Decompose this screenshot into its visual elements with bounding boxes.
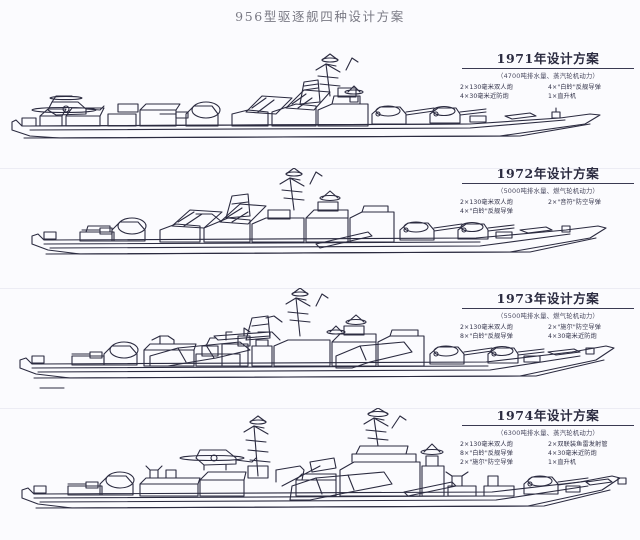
spec-rule-1972: [462, 183, 634, 184]
spec-item: 2×130毫米双人炮: [460, 84, 513, 91]
spec-rule-1973: [462, 308, 634, 309]
spec-item: 8×"白蛉"反舰导弹: [460, 450, 513, 457]
spec-item: 4×30毫米近防炮: [548, 333, 597, 340]
spec-box-1971: 1971年设计方案 （4700吨排水量、蒸汽轮机动力） 2×130毫米双人炮 4…: [460, 48, 636, 101]
spec-rule-1971: [462, 68, 634, 69]
ship-drawing-1973: [0, 288, 640, 408]
spec-heading-1973: 1973年设计方案: [496, 291, 600, 306]
spec-item: 2×双联装鱼雷发射管: [548, 441, 608, 448]
row-divider-3: [0, 408, 640, 409]
spec-heading-1972: 1972年设计方案: [496, 166, 600, 181]
spec-item: 4×"白蛉"反舰导弹: [460, 208, 513, 215]
spec-item: 2×"音符"防空导弹: [548, 199, 601, 206]
spec-item: 2×130毫米双人炮: [460, 441, 513, 448]
spec-subtitle-1971: （4700吨排水量、蒸汽轮机动力）: [497, 72, 599, 80]
ship-drawing-1971: [0, 52, 640, 172]
spec-subtitle-1974: （6300吨排水量、蒸汽轮机动力）: [497, 429, 599, 437]
spec-item: 8×"白蛉"反舰导弹: [460, 333, 513, 340]
spec-box-1973: 1973年设计方案 （5500吨排水量、燃气轮机动力） 2×130毫米双人炮 2…: [460, 288, 636, 341]
ship-drawing-1972: [0, 168, 640, 288]
spec-rule-1974: [462, 425, 634, 426]
ship-drawing-1974: [0, 408, 640, 528]
spec-heading-1971: 1971年设计方案: [496, 51, 600, 66]
spec-item: 1×直升机: [548, 93, 577, 100]
spec-subtitle-1973: （5500吨排水量、燃气轮机动力）: [497, 312, 599, 320]
spec-item: 1×直升机: [548, 459, 577, 466]
spec-item: 4×30毫米近防炮: [548, 450, 597, 457]
spec-item: 2×"施尔"防空导弹: [460, 459, 513, 466]
spec-list-1974: 2×130毫米双人炮 2×双联装鱼雷发射管 8×"白蛉"反舰导弹 4×30毫米近…: [460, 440, 636, 467]
spec-item: 2×130毫米双人炮: [460, 199, 513, 206]
spec-heading-1974: 1974年设计方案: [496, 408, 600, 423]
spec-list-1972: 2×130毫米双人炮 2×"音符"防空导弹 4×"白蛉"反舰导弹: [460, 198, 636, 216]
spec-list-1973: 2×130毫米双人炮 2×"施尔"防空导弹 8×"白蛉"反舰导弹 4×30毫米近…: [460, 323, 636, 341]
spec-list-1971: 2×130毫米双人炮 4×"白蛉"反舰导弹 4×30毫米近防炮 1×直升机: [460, 83, 636, 101]
spec-box-1974: 1974年设计方案 （6300吨排水量、蒸汽轮机动力） 2×130毫米双人炮 2…: [460, 405, 636, 467]
spec-item: 2×"施尔"防空导弹: [548, 324, 601, 331]
row-divider-2: [0, 288, 640, 289]
spec-box-1972: 1972年设计方案 （5000吨排水量、燃气轮机动力） 2×130毫米双人炮 2…: [460, 163, 636, 216]
page-title: 956型驱逐舰四种设计方案: [235, 9, 405, 24]
spec-item: 2×130毫米双人炮: [460, 324, 513, 331]
spec-item: 4×30毫米近防炮: [460, 93, 509, 100]
row-divider-1: [0, 168, 640, 169]
spec-subtitle-1972: （5000吨排水量、燃气轮机动力）: [497, 187, 599, 195]
spec-item: 4×"白蛉"反舰导弹: [548, 84, 601, 91]
